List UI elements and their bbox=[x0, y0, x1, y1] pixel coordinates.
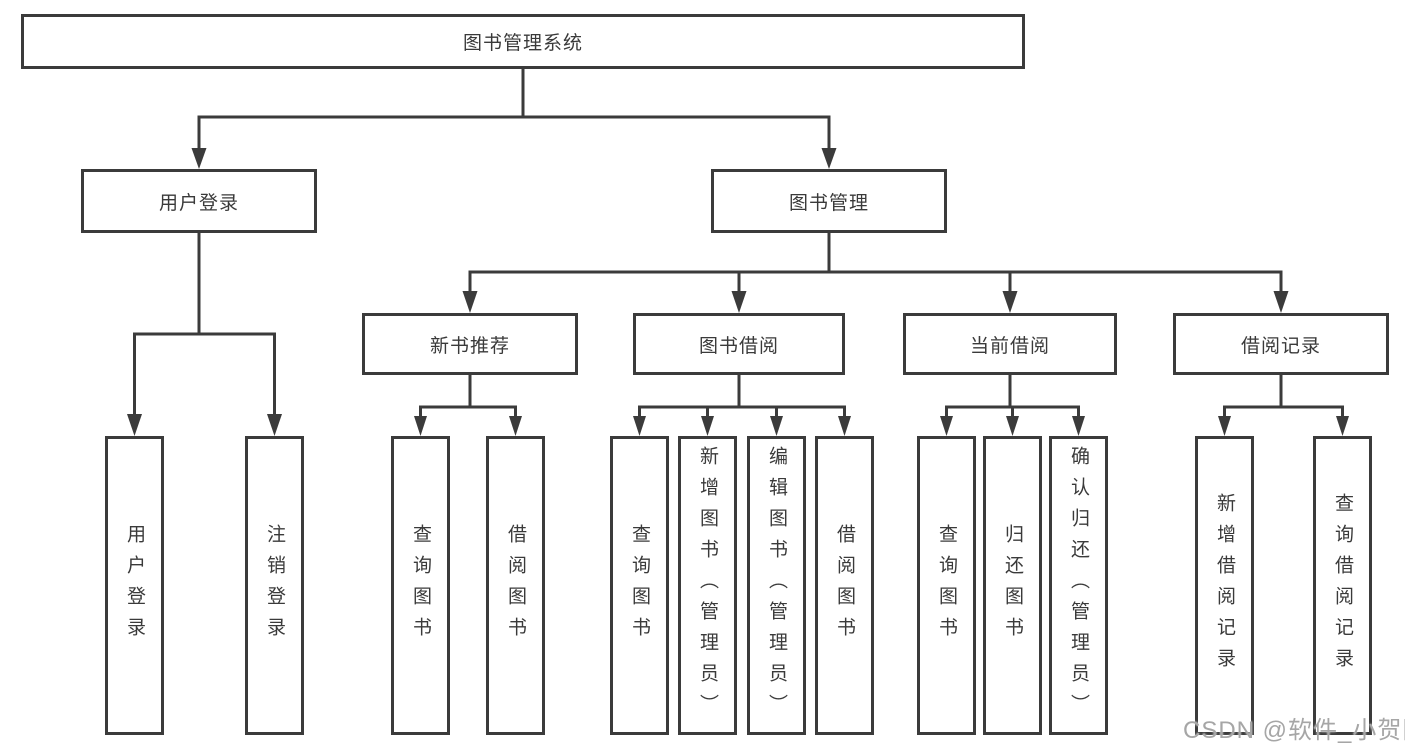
leaf-logout: 注销登录 bbox=[245, 436, 304, 735]
leaf-label: 查询借阅记录 bbox=[1332, 492, 1353, 679]
leaf-label: 归还图书 bbox=[1002, 523, 1023, 648]
connector-current-to-leaves bbox=[940, 373, 1085, 436]
leaf-label: 编辑图书（管理员） bbox=[766, 446, 787, 725]
leaf-return-books: 归还图书 bbox=[983, 436, 1042, 735]
leaf-label: 新增图书（管理员） bbox=[697, 446, 718, 725]
leaf-query-books-3: 查询图书 bbox=[917, 436, 976, 735]
leaf-confirm-return-admin: 确认归还（管理员） bbox=[1049, 436, 1108, 735]
leaf-borrow-books-2: 借阅图书 bbox=[815, 436, 874, 735]
leaf-label: 查询图书 bbox=[936, 523, 957, 648]
connector-newbooks-to-leaves bbox=[414, 373, 522, 436]
leaf-label: 注销登录 bbox=[264, 523, 285, 648]
leaf-label: 用户登录 bbox=[124, 523, 145, 648]
leaf-query-borrow-record: 查询借阅记录 bbox=[1313, 436, 1372, 735]
connector-login-to-leaves bbox=[127, 231, 282, 436]
leaf-query-books-2: 查询图书 bbox=[610, 436, 669, 735]
leaf-borrow-books-1: 借阅图书 bbox=[486, 436, 545, 735]
leaf-label: 新增借阅记录 bbox=[1214, 492, 1235, 679]
node-root-system: 图书管理系统 bbox=[21, 14, 1025, 69]
leaf-user-login: 用户登录 bbox=[105, 436, 164, 735]
leaf-edit-books-admin: 编辑图书（管理员） bbox=[747, 436, 806, 735]
node-borrow-records: 借阅记录 bbox=[1173, 313, 1389, 375]
node-book-management: 图书管理 bbox=[711, 169, 947, 233]
leaf-add-borrow-record: 新增借阅记录 bbox=[1195, 436, 1254, 735]
leaf-label: 借阅图书 bbox=[505, 523, 526, 648]
leaf-label: 查询图书 bbox=[629, 523, 650, 648]
node-book-borrowing: 图书借阅 bbox=[633, 313, 845, 375]
node-user-login: 用户登录 bbox=[81, 169, 317, 233]
leaf-add-books-admin: 新增图书（管理员） bbox=[678, 436, 737, 735]
csdn-watermark: CSDN @软件_小贺同学 bbox=[1183, 717, 1405, 744]
connector-records-to-leaves bbox=[1218, 373, 1349, 436]
connector-mgmt-to-level3 bbox=[462, 231, 1289, 313]
connector-root-to-level2 bbox=[191, 68, 837, 169]
node-current-borrowing: 当前借阅 bbox=[903, 313, 1117, 375]
leaf-label: 借阅图书 bbox=[834, 523, 855, 648]
node-new-book-recommend: 新书推荐 bbox=[362, 313, 578, 375]
leaf-label: 确认归还（管理员） bbox=[1068, 446, 1089, 725]
connector-borrow-to-leaves bbox=[633, 373, 851, 436]
leaf-query-books-1: 查询图书 bbox=[391, 436, 450, 735]
leaf-label: 查询图书 bbox=[410, 523, 431, 648]
